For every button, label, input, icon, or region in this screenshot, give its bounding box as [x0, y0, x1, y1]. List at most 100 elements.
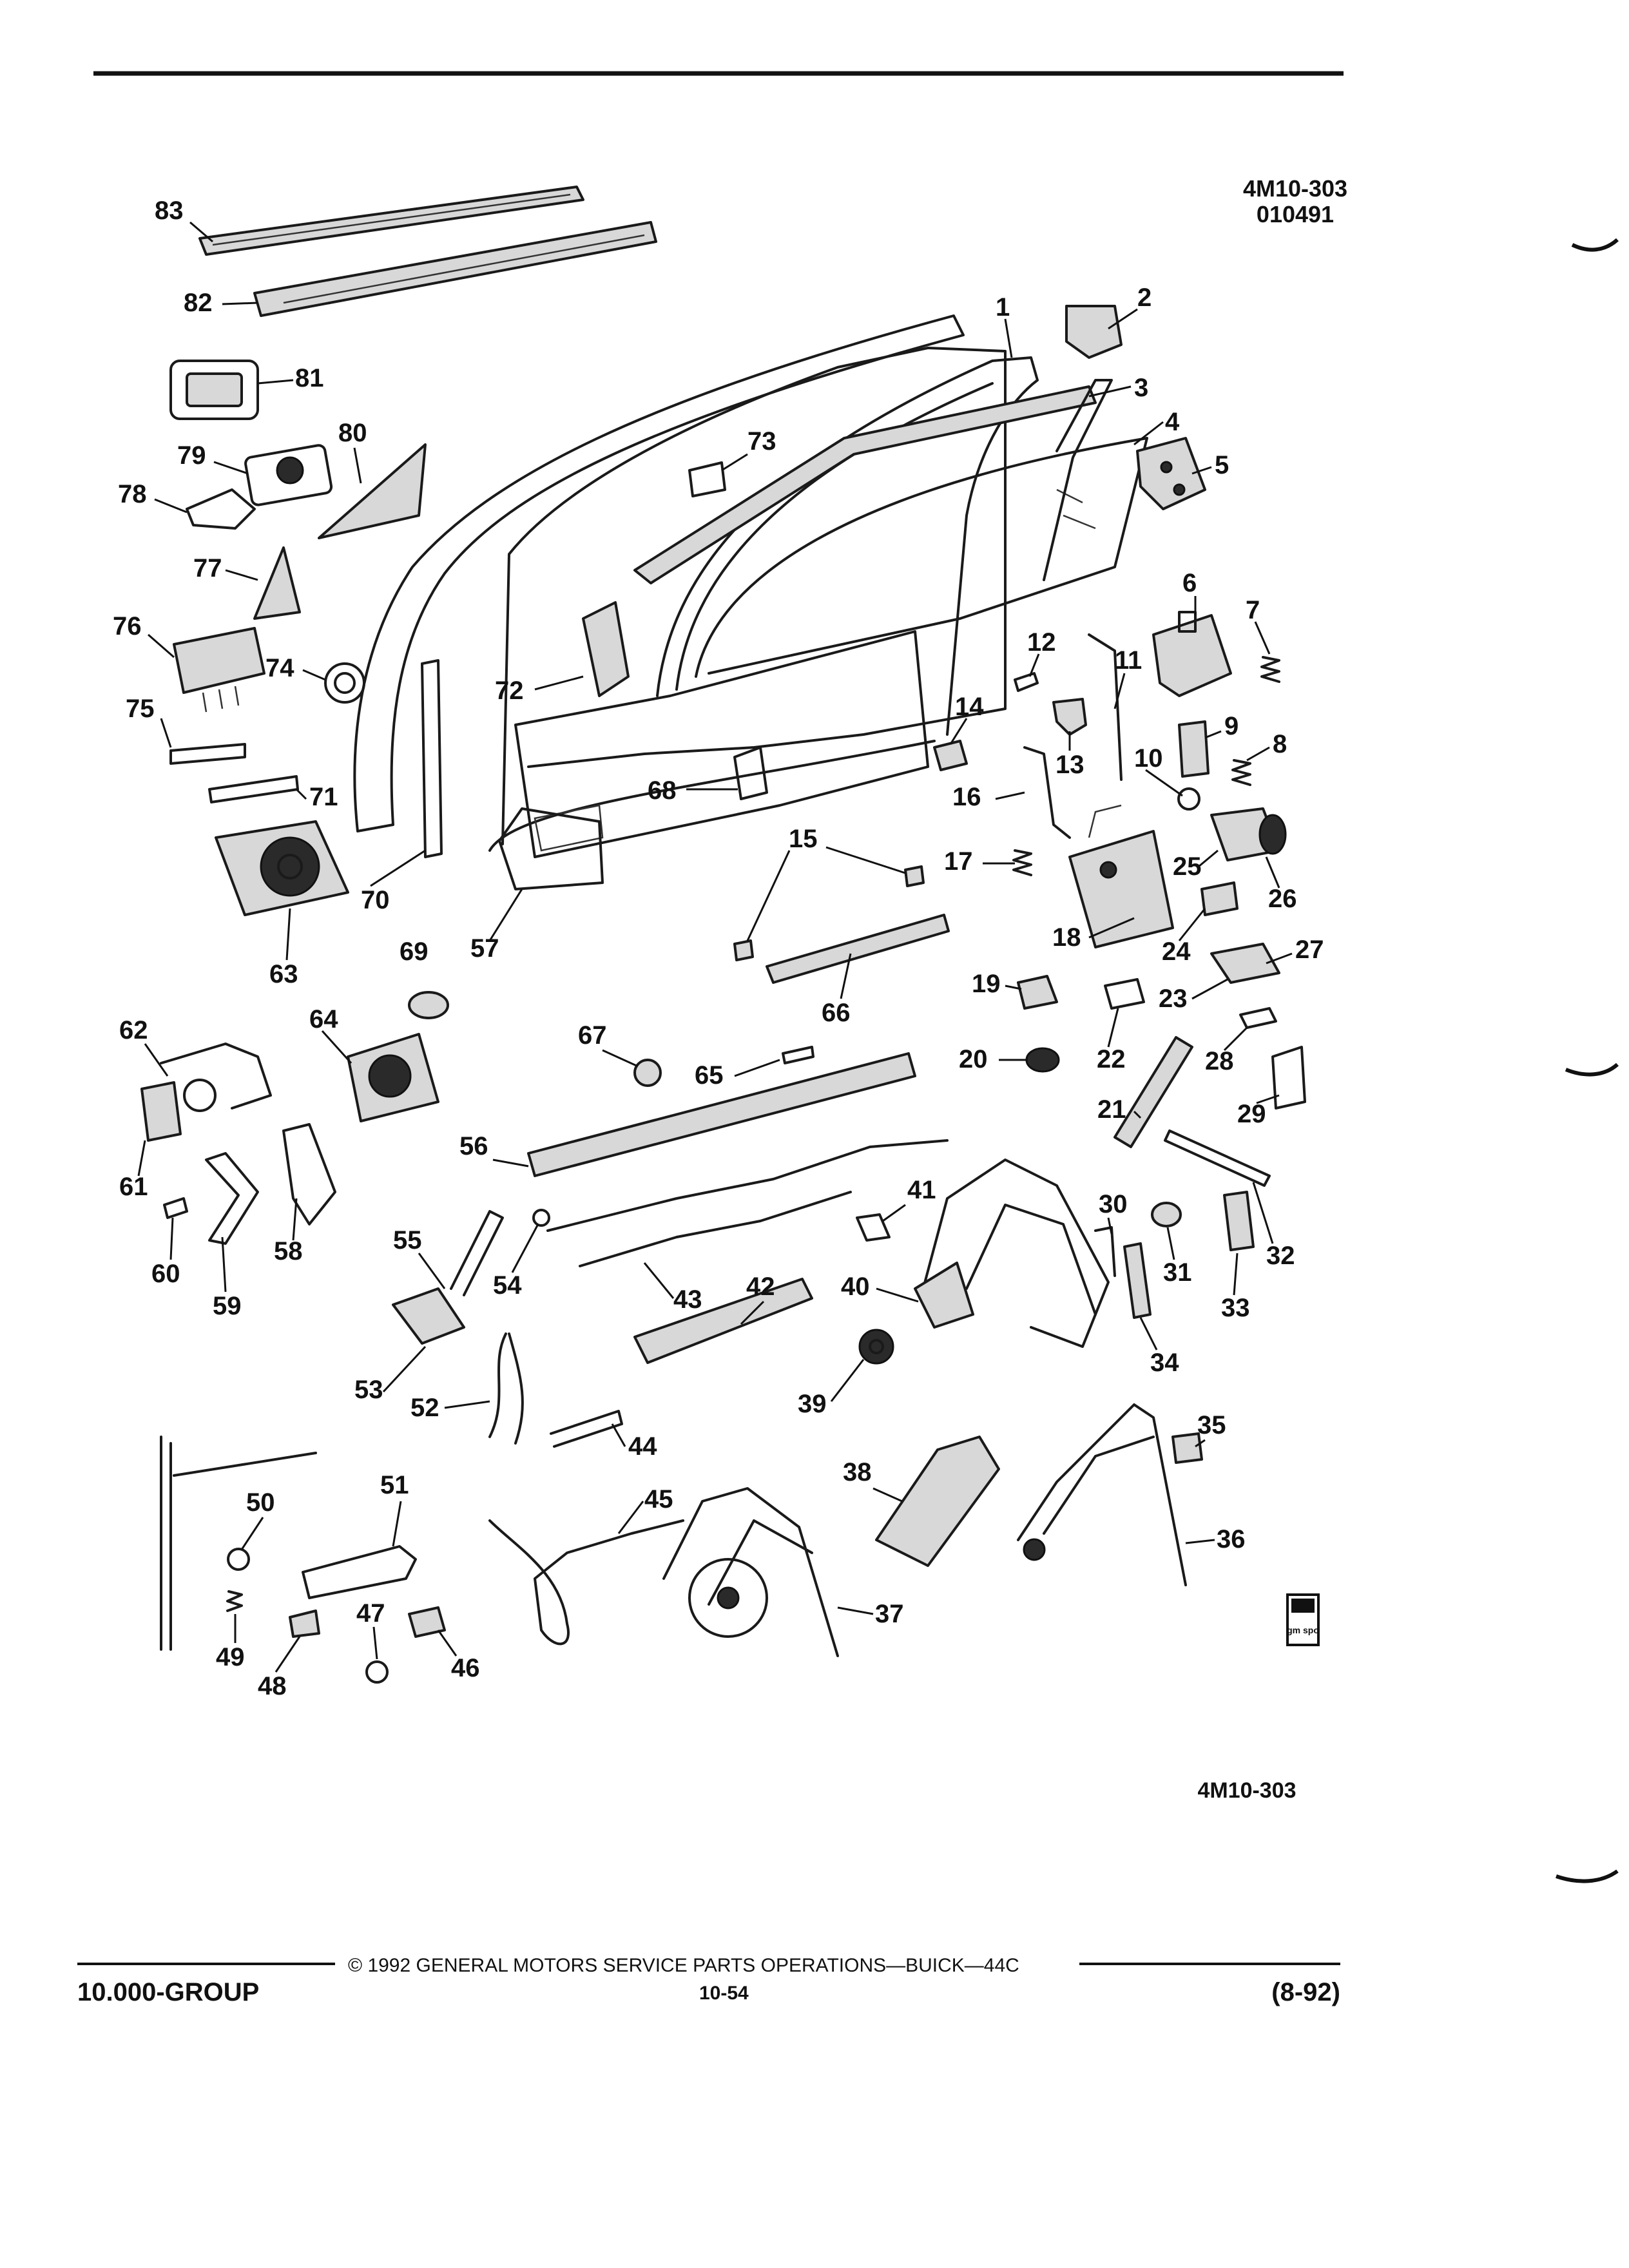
part-16-rod	[1023, 746, 1071, 839]
callout-79: 79	[177, 441, 206, 470]
part-31-cap	[1151, 1202, 1182, 1227]
part-75-bolt	[169, 743, 246, 765]
callout-51: 51	[380, 1471, 409, 1499]
callout-42: 42	[746, 1273, 775, 1301]
callout-65: 65	[695, 1061, 724, 1090]
callout-6: 6	[1182, 569, 1197, 597]
callout-37: 37	[875, 1600, 904, 1628]
part-36-regulator	[1017, 1403, 1187, 1586]
callout-3: 3	[1134, 374, 1148, 402]
callout-labels: 1 2 3 4 5 6 7 8 9 10 11 12 13 14 15 16 1…	[113, 197, 1324, 1700]
part-50-grommet	[227, 1548, 250, 1571]
part-28-link	[1239, 1007, 1277, 1029]
callout-32: 32	[1266, 1242, 1295, 1270]
part-8-spring	[1231, 759, 1251, 786]
part-24-clip	[1200, 881, 1239, 916]
footer-group: 10.000-GROUP	[77, 1978, 259, 2006]
leader-lines	[137, 221, 1293, 1673]
part-5-hinge	[1136, 437, 1206, 510]
part-43-cable	[546, 1139, 949, 1232]
callout-40: 40	[841, 1273, 870, 1301]
callout-80: 80	[338, 419, 367, 447]
part-43-cable-b	[579, 1191, 852, 1267]
part-49-spring	[226, 1590, 243, 1612]
callout-56: 56	[459, 1132, 488, 1160]
part-22-clip	[1104, 978, 1145, 1010]
callout-46: 46	[451, 1654, 480, 1682]
part-18-latch	[1068, 804, 1174, 948]
callout-41: 41	[907, 1176, 936, 1204]
part-54-clip	[532, 1209, 550, 1227]
part-72-bracket	[582, 601, 630, 697]
callout-81: 81	[295, 364, 324, 392]
part-23-27-bracket	[1210, 943, 1280, 984]
callout-75: 75	[126, 695, 155, 723]
callout-28: 28	[1205, 1047, 1234, 1075]
part-19-bumper	[1017, 975, 1058, 1010]
callout-52: 52	[410, 1394, 439, 1422]
callout-68: 68	[648, 776, 677, 805]
part-48-clip	[289, 1610, 320, 1638]
gm-spo-logo: gm spo	[1286, 1593, 1320, 1646]
callout-11: 11	[1115, 646, 1142, 675]
callout-43: 43	[673, 1285, 702, 1314]
part-34-block	[1123, 1242, 1152, 1319]
part-52-harness	[488, 1332, 524, 1445]
header-date-code: 010491	[1257, 201, 1334, 227]
part-82-lower-weatherstrip	[253, 221, 657, 317]
callout-70: 70	[361, 886, 390, 914]
callout-12: 12	[1027, 628, 1056, 657]
part-9-striker	[1178, 720, 1210, 778]
part-61-62-mirror-mount	[140, 1043, 272, 1142]
part-79-switch	[244, 444, 333, 506]
part-32-bolt	[1164, 1129, 1271, 1187]
callout-27: 27	[1295, 936, 1324, 964]
callout-55: 55	[393, 1226, 422, 1254]
part-33-plate	[1223, 1191, 1255, 1251]
part-57-panel	[498, 807, 604, 890]
part-68-bracket	[733, 746, 768, 800]
part-45-harness	[488, 1519, 684, 1646]
callout-14: 14	[955, 693, 984, 721]
callout-36: 36	[1217, 1525, 1246, 1553]
callout-78: 78	[118, 480, 147, 508]
callout-54: 54	[493, 1271, 522, 1300]
part-13-clip	[1052, 698, 1087, 736]
callout-25: 25	[1173, 852, 1202, 881]
callout-69: 69	[400, 937, 429, 966]
part-21-channel	[1113, 1036, 1193, 1148]
callout-44: 44	[628, 1432, 657, 1461]
part-39-gear	[858, 1329, 894, 1365]
part-66-rail	[766, 914, 950, 984]
part-20-cap	[1025, 1047, 1060, 1073]
callout-62: 62	[119, 1016, 148, 1044]
callout-22: 22	[1097, 1045, 1126, 1073]
callout-33: 33	[1221, 1294, 1250, 1322]
callout-63: 63	[269, 960, 298, 988]
part-44-rod	[550, 1410, 623, 1448]
part-81-bezel	[169, 360, 259, 420]
callout-64: 64	[309, 1005, 338, 1033]
callout-49: 49	[216, 1643, 245, 1671]
callout-83: 83	[155, 197, 184, 225]
part-58-bracket	[282, 1123, 336, 1225]
part-65-screw	[782, 1046, 815, 1064]
callout-29: 29	[1237, 1100, 1266, 1128]
part-64-speaker	[347, 1033, 439, 1122]
callout-50: 50	[246, 1488, 275, 1517]
callout-21: 21	[1097, 1095, 1126, 1124]
callout-18: 18	[1052, 923, 1081, 952]
footer-revision: (8-92)	[1271, 1978, 1340, 2006]
part-2-clip	[1065, 305, 1123, 359]
callout-15: 15	[789, 825, 818, 853]
edge-mark-2	[1565, 1062, 1619, 1077]
callout-74: 74	[265, 654, 294, 682]
part-47-ring	[365, 1660, 389, 1684]
part-46-clip	[408, 1606, 446, 1638]
callout-31: 31	[1163, 1258, 1192, 1287]
footer-copyright: © 1992 GENERAL MOTORS SERVICE PARTS OPER…	[348, 1955, 1019, 1976]
callout-26: 26	[1268, 885, 1297, 913]
callout-1: 1	[996, 293, 1010, 322]
part-56-rail	[527, 1052, 916, 1177]
